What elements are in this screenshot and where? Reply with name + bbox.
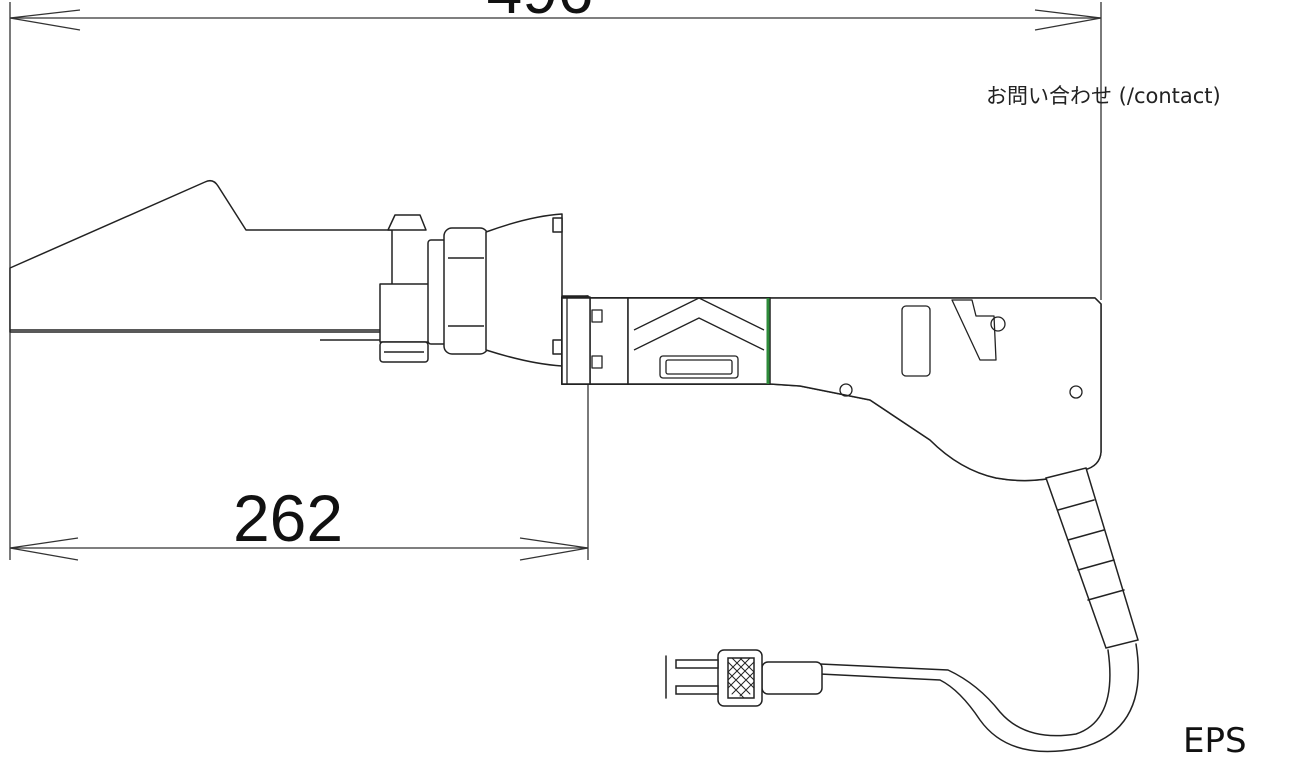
cord-segment-marks [1057,499,1125,601]
motor-overlay [627,297,771,385]
handle-screw-1 [839,383,853,397]
model-label: EPS [1183,721,1247,761]
gear-cone [485,213,563,367]
front-arrow-right [519,537,589,561]
flange-full-height [561,297,591,385]
plug-prong-bottom [675,685,719,695]
handle-overlay [769,297,1102,482]
handle-trigger-area [951,299,997,361]
power-cord [665,467,1140,753]
plug-body [761,661,823,695]
cord-loop-outer [819,643,1140,753]
overall-dimension-value: 496 [487,0,594,27]
head-bump [387,214,427,231]
motor-vent-slot [659,355,739,379]
handle-indicator [990,316,1006,332]
front-dimension [9,335,589,561]
motor-vent-slot-inner [665,359,733,375]
neck-block [379,283,433,343]
overall-arrow-left [9,9,81,31]
plug-prong-top [675,659,719,669]
coupling-ring-2 [443,227,489,355]
tool-details [566,297,1083,399]
cone-bolt-top [552,217,563,233]
front-arrow-left [9,537,79,561]
motor-chevron-inner [633,317,765,351]
contact-link[interactable]: お問い合わせ (/contact) [986,84,1221,108]
cord-loop-inner [819,649,1111,737]
shear-head [9,179,393,333]
handle-screw-2 [1069,385,1083,399]
handle-grip-panel [901,305,931,377]
gearbox-bolt-top [591,309,603,323]
plug-grip-crosshatch [727,657,755,699]
tool-full-height [561,297,591,385]
front-dimension-value: 262 [233,481,343,555]
gearbox-bolt-bottom [591,355,603,369]
cord-strain-relief [1045,467,1139,649]
plug-grip-pattern [727,657,755,699]
gearbox-overlay [589,297,629,385]
motor-chevron-outer [633,297,765,331]
cone-bolt-bottom [552,339,563,355]
overall-arrow-right [1034,9,1102,31]
